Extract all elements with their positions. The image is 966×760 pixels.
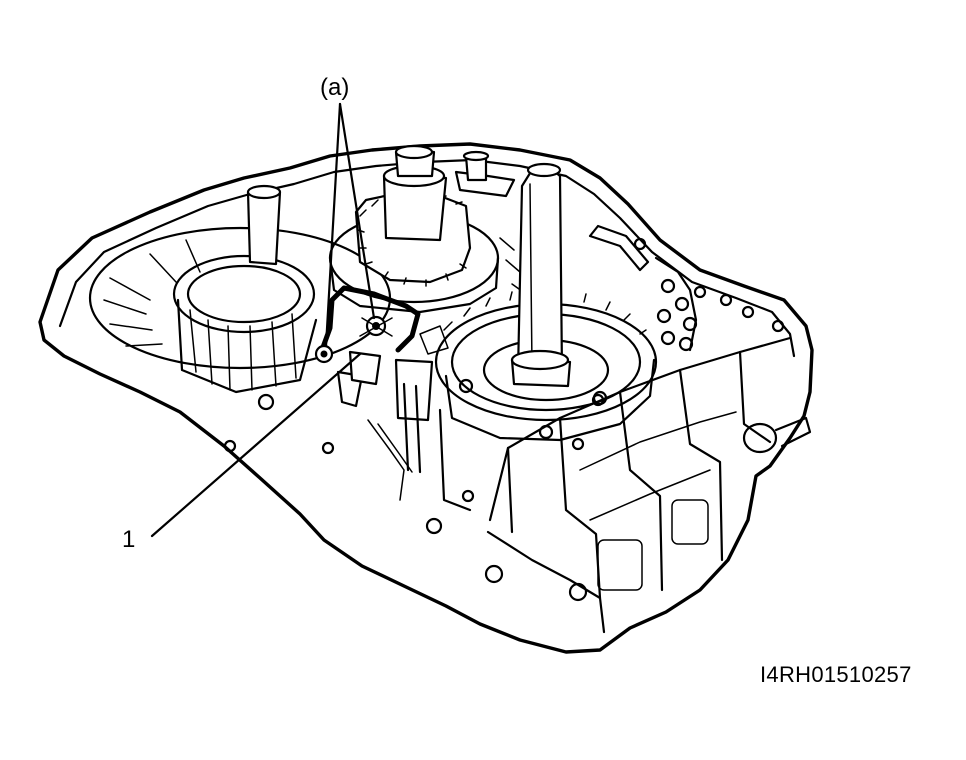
bolt-flange [425, 224, 785, 535]
input-shaft [510, 162, 572, 388]
figure-code: I4RH01510257 [760, 662, 912, 687]
case-lower-housing [484, 336, 812, 634]
wiring-harness [314, 285, 421, 364]
leader-a-right [338, 102, 376, 320]
callout-label-a: (a) [320, 74, 350, 101]
center-bracket [336, 325, 472, 512]
callout-label-1: 1 [122, 526, 136, 553]
leader-1 [150, 352, 362, 538]
leader-a-left [324, 102, 342, 348]
converter-housing [88, 184, 392, 455]
leader-lines [150, 102, 376, 538]
